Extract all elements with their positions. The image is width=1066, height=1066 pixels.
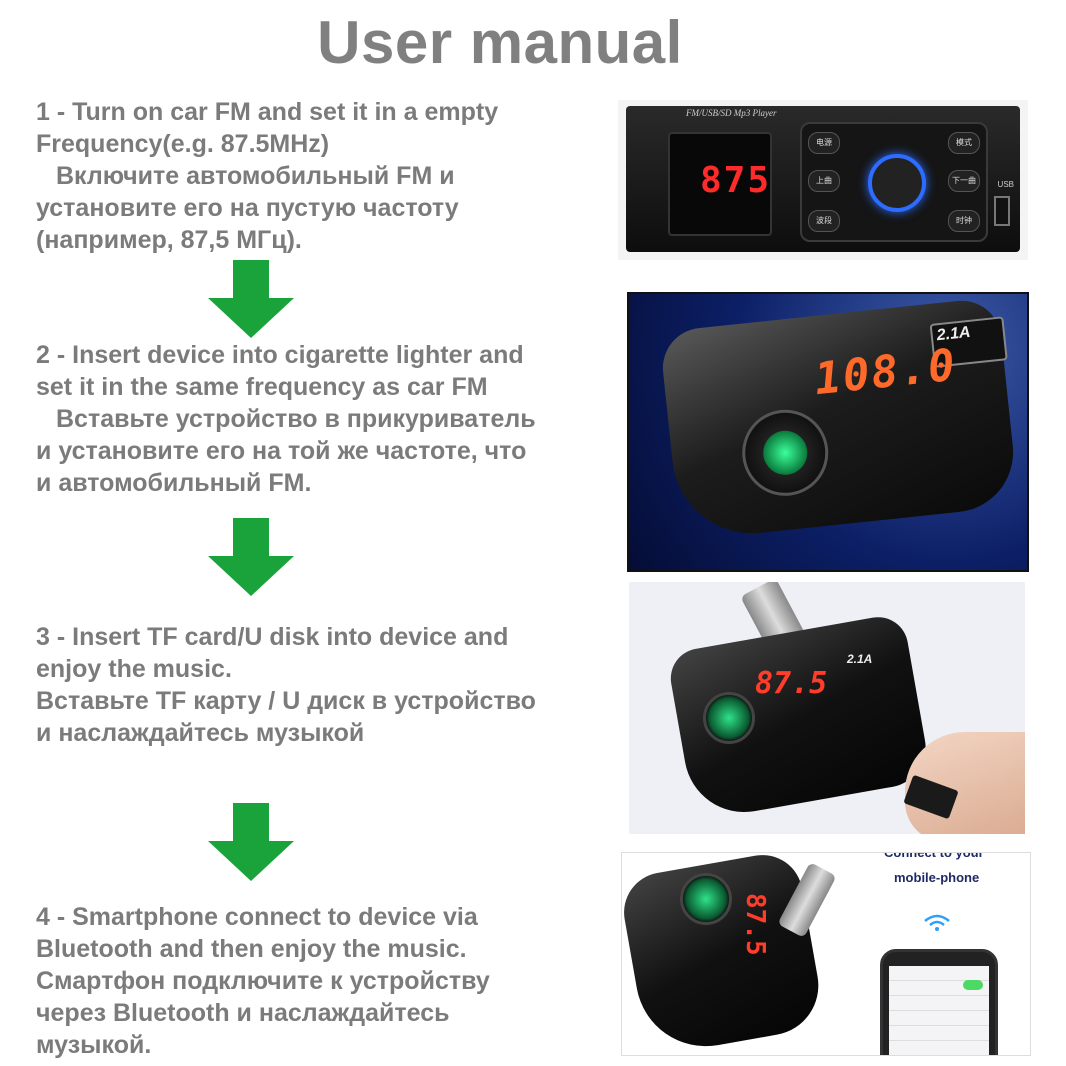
car-radio-display: 875 bbox=[668, 132, 772, 236]
bluetooth-signal-icon bbox=[924, 914, 950, 931]
down-arrow-icon bbox=[208, 803, 294, 881]
step-2-ru-line-3: и автомобильный FM. bbox=[36, 469, 312, 497]
phone-button-icon bbox=[680, 873, 732, 925]
fm-transmitter-closeup-photo: 2.1A 108.0 bbox=[627, 292, 1029, 572]
car-radio-usb-label: USB bbox=[997, 180, 1014, 189]
smartphone-screen bbox=[889, 966, 989, 1055]
car-radio-button: 上曲 bbox=[808, 170, 840, 192]
car-radio-button: 电源 bbox=[808, 132, 840, 154]
step-1-ru-line-1: Включите автомобильный FM и bbox=[56, 162, 455, 190]
volume-knob-icon bbox=[868, 154, 926, 212]
phone-caption: mobile-phone bbox=[894, 870, 980, 885]
car-radio-button: 下一曲 bbox=[948, 170, 980, 192]
step-4-ru-line-1: Смартфон подключите к устройству bbox=[36, 967, 490, 995]
car-radio-control-panel: 电源 模式 上曲 下一曲 波段 时钟 bbox=[800, 122, 988, 242]
fm-transmitter-frequency: 108.0 bbox=[812, 339, 960, 406]
fm-transmitter-frequency: 87.5 bbox=[755, 666, 828, 701]
step-1-ru-line-2: установите его на пустую частоту bbox=[36, 194, 459, 222]
step-1-ru-line-3: (например, 87,5 МГц). bbox=[36, 226, 302, 254]
car-radio-body: FM/USB/SD Mp3 Player 875 电源 模式 上曲 下一曲 波段… bbox=[626, 106, 1020, 252]
car-radio-label: FM/USB/SD Mp3 Player bbox=[686, 108, 777, 118]
step-4-ru-line-3: музыкой. bbox=[36, 1031, 152, 1059]
step-3: 3 - Insert TF card/U disk into device an… bbox=[36, 621, 596, 749]
car-radio-button: 模式 bbox=[948, 132, 980, 154]
step-2-ru-line-1: Вставьте устройство в прикуриватель bbox=[56, 405, 536, 433]
phone-button-icon bbox=[703, 692, 755, 744]
usb-port-icon bbox=[994, 196, 1010, 226]
step-1-en-line-1: 1 - Turn on car FM and set it in a empty bbox=[36, 98, 499, 126]
step-3-ru-line-1: Вставьте TF карту / U диск в устройство bbox=[36, 687, 536, 715]
fm-transmitter-body: 2.1A 108.0 bbox=[658, 296, 1020, 542]
step-2-en-line-2: set it in the same frequency as car FM bbox=[36, 373, 488, 401]
step-2: 2 - Insert device into cigarette lighter… bbox=[36, 339, 596, 499]
down-arrow-icon bbox=[208, 518, 294, 596]
step-1: 1 - Turn on car FM and set it in a empty… bbox=[36, 96, 596, 256]
car-radio-photo: FM/USB/SD Mp3 Player 875 电源 模式 上曲 下一曲 波段… bbox=[618, 100, 1028, 260]
step-2-ru-line-2: и установите его на той же частоте, что bbox=[36, 437, 527, 465]
usb-port-label: 2.1A bbox=[847, 652, 873, 666]
step-3-ru-line-2: и наслаждайтесь музыкой bbox=[36, 719, 365, 747]
step-2-en-line-1: 2 - Insert device into cigarette lighter… bbox=[36, 341, 524, 369]
down-arrow-icon bbox=[208, 260, 294, 338]
car-radio-button: 时钟 bbox=[948, 210, 980, 232]
bluetooth-toggle-icon bbox=[963, 980, 983, 990]
fm-transmitter-frequency: 87.5 bbox=[740, 893, 770, 956]
phone-button-icon bbox=[737, 405, 833, 501]
step-1-en-line-2: Frequency(e.g. 87.5MHz) bbox=[36, 130, 330, 158]
step-4-en-line-2: Bluetooth and then enjoy the music. bbox=[36, 935, 467, 963]
fm-transmitter-phone-photo: 87.5 Connect to your mobile-phone bbox=[621, 852, 1031, 1056]
phone-button-glow bbox=[761, 428, 810, 477]
car-radio-button: 波段 bbox=[808, 210, 840, 232]
phone-caption-top: Connect to your bbox=[884, 852, 984, 860]
fm-transmitter-tf-card-photo: 87.5 2.1A bbox=[629, 582, 1025, 834]
step-4: 4 - Smartphone connect to device via Blu… bbox=[36, 901, 596, 1061]
step-3-en-line-2: enjoy the music. bbox=[36, 655, 232, 683]
step-4-en-line-1: 4 - Smartphone connect to device via bbox=[36, 903, 478, 931]
step-3-en-line-1: 3 - Insert TF card/U disk into device an… bbox=[36, 623, 509, 651]
step-4-ru-line-2: через Bluetooth и наслаждайтесь bbox=[36, 999, 450, 1027]
car-radio-frequency: 875 bbox=[700, 160, 772, 201]
page-title: User manual bbox=[317, 9, 683, 76]
smartphone-icon bbox=[880, 949, 998, 1055]
